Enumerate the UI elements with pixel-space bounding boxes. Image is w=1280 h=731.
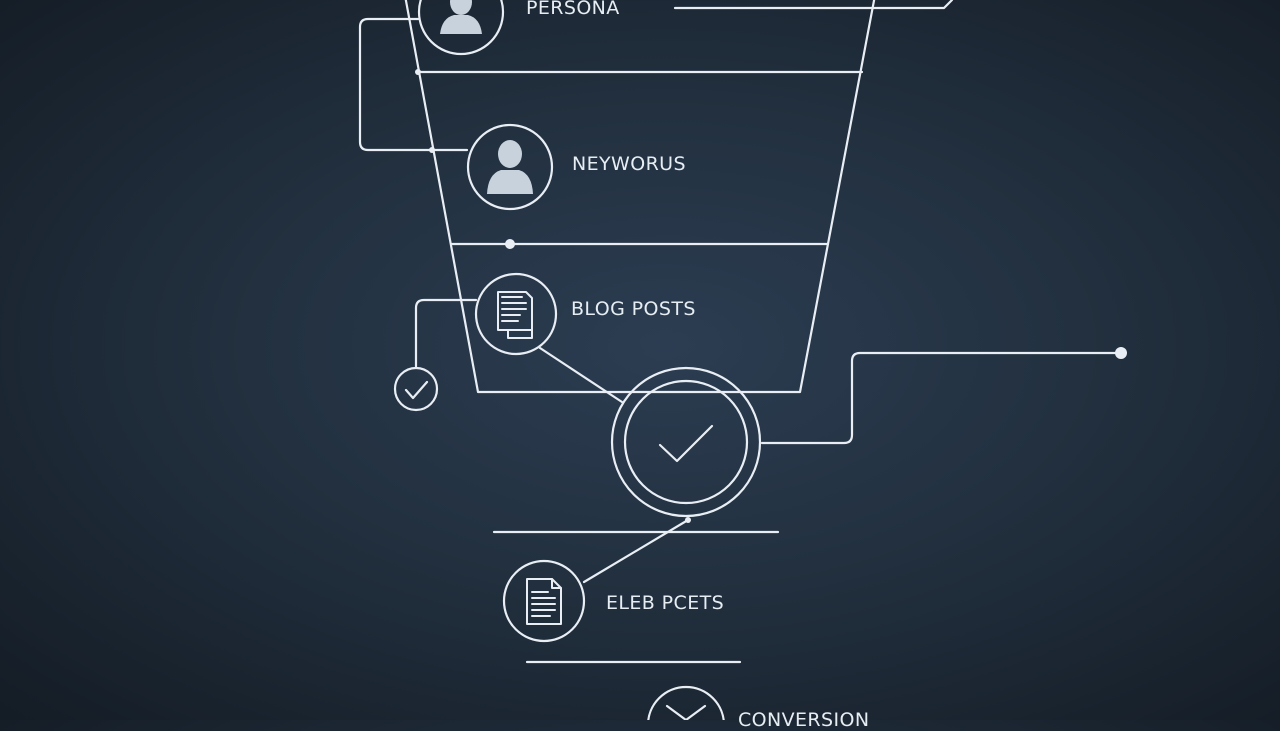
main-check-icon bbox=[658, 424, 714, 463]
doc-circle bbox=[502, 559, 586, 643]
document-icon bbox=[526, 578, 562, 625]
blog-document-icon bbox=[497, 291, 533, 339]
node-dot bbox=[1115, 347, 1127, 359]
node-dot bbox=[415, 69, 421, 75]
connector-blog-check bbox=[414, 298, 478, 369]
keywords-person-icon bbox=[487, 140, 533, 194]
main-check-outer bbox=[610, 366, 762, 518]
connector-top bbox=[673, 0, 954, 10]
connector-right bbox=[760, 351, 1122, 445]
conversion-circle bbox=[647, 685, 725, 720]
stage-label-keywords: NEYWORUS bbox=[572, 153, 686, 175]
persona-person-icon bbox=[440, 0, 482, 34]
funnel-outline bbox=[404, 0, 876, 394]
stage-label-conversion: CONVERSION bbox=[738, 709, 870, 731]
node-dot bbox=[429, 147, 435, 153]
small-check-circle bbox=[393, 366, 439, 412]
main-check-inner bbox=[623, 379, 749, 505]
stage-label-persona: PERSONA bbox=[526, 0, 620, 19]
node-dot bbox=[685, 517, 691, 523]
conversion-x-icon bbox=[665, 704, 707, 720]
connector-main-doc bbox=[582, 518, 690, 584]
stage-label-eleb-posts: ELEB PCETS bbox=[606, 592, 725, 614]
connector-blog-main bbox=[538, 346, 624, 404]
keywords-circle bbox=[466, 123, 554, 211]
blog-circle bbox=[474, 272, 558, 356]
persona-circle bbox=[417, 0, 505, 56]
stage-label-blog-posts: BLOG POSTS bbox=[571, 298, 696, 320]
connector-left bbox=[358, 17, 469, 152]
small-check-icon bbox=[404, 380, 429, 400]
node-dot bbox=[505, 239, 515, 249]
